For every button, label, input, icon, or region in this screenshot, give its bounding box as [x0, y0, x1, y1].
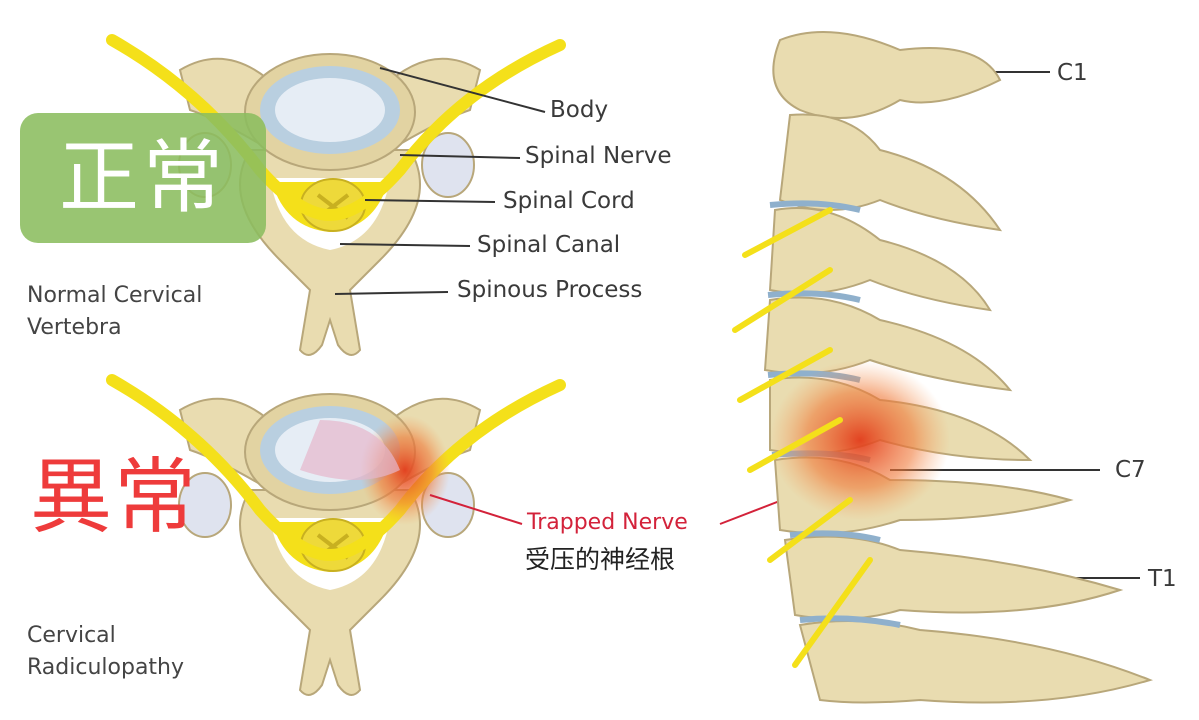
- label-trapped-nerve: Trapped Nerve: [527, 510, 688, 535]
- label-body: Body: [550, 97, 609, 123]
- label-c1: C1: [1057, 60, 1088, 86]
- normal-caption: Normal Cervical Vertebra: [27, 280, 202, 344]
- inflammation-highlight: [360, 415, 450, 525]
- abnormal-caption-line1: Cervical: [27, 623, 116, 648]
- label-c7: C7: [1115, 457, 1146, 483]
- spine-nerves: [732, 207, 873, 668]
- herniated-disc: [300, 420, 400, 480]
- label-spinal-cord: Spinal Cord: [503, 188, 635, 214]
- label-t1: T1: [1148, 566, 1177, 592]
- normal-badge: 正常: [20, 113, 266, 243]
- spine-inflammation: [770, 360, 950, 520]
- label-spinal-canal: Spinal Canal: [477, 232, 621, 258]
- label-spinal-nerve: Spinal Nerve: [525, 143, 672, 169]
- label-spinous-process: Spinous Process: [457, 277, 643, 303]
- abnormal-caption-line2: Radiculopathy: [27, 655, 185, 680]
- label-trapped-nerve-cn: 受压的神经根: [525, 545, 676, 574]
- abnormal-badge: 異常: [30, 450, 199, 545]
- abnormal-caption: Cervical Radiculopathy: [27, 620, 184, 684]
- normal-caption-line1: Normal Cervical: [27, 283, 203, 308]
- normal-caption-line2: Vertebra: [27, 315, 122, 340]
